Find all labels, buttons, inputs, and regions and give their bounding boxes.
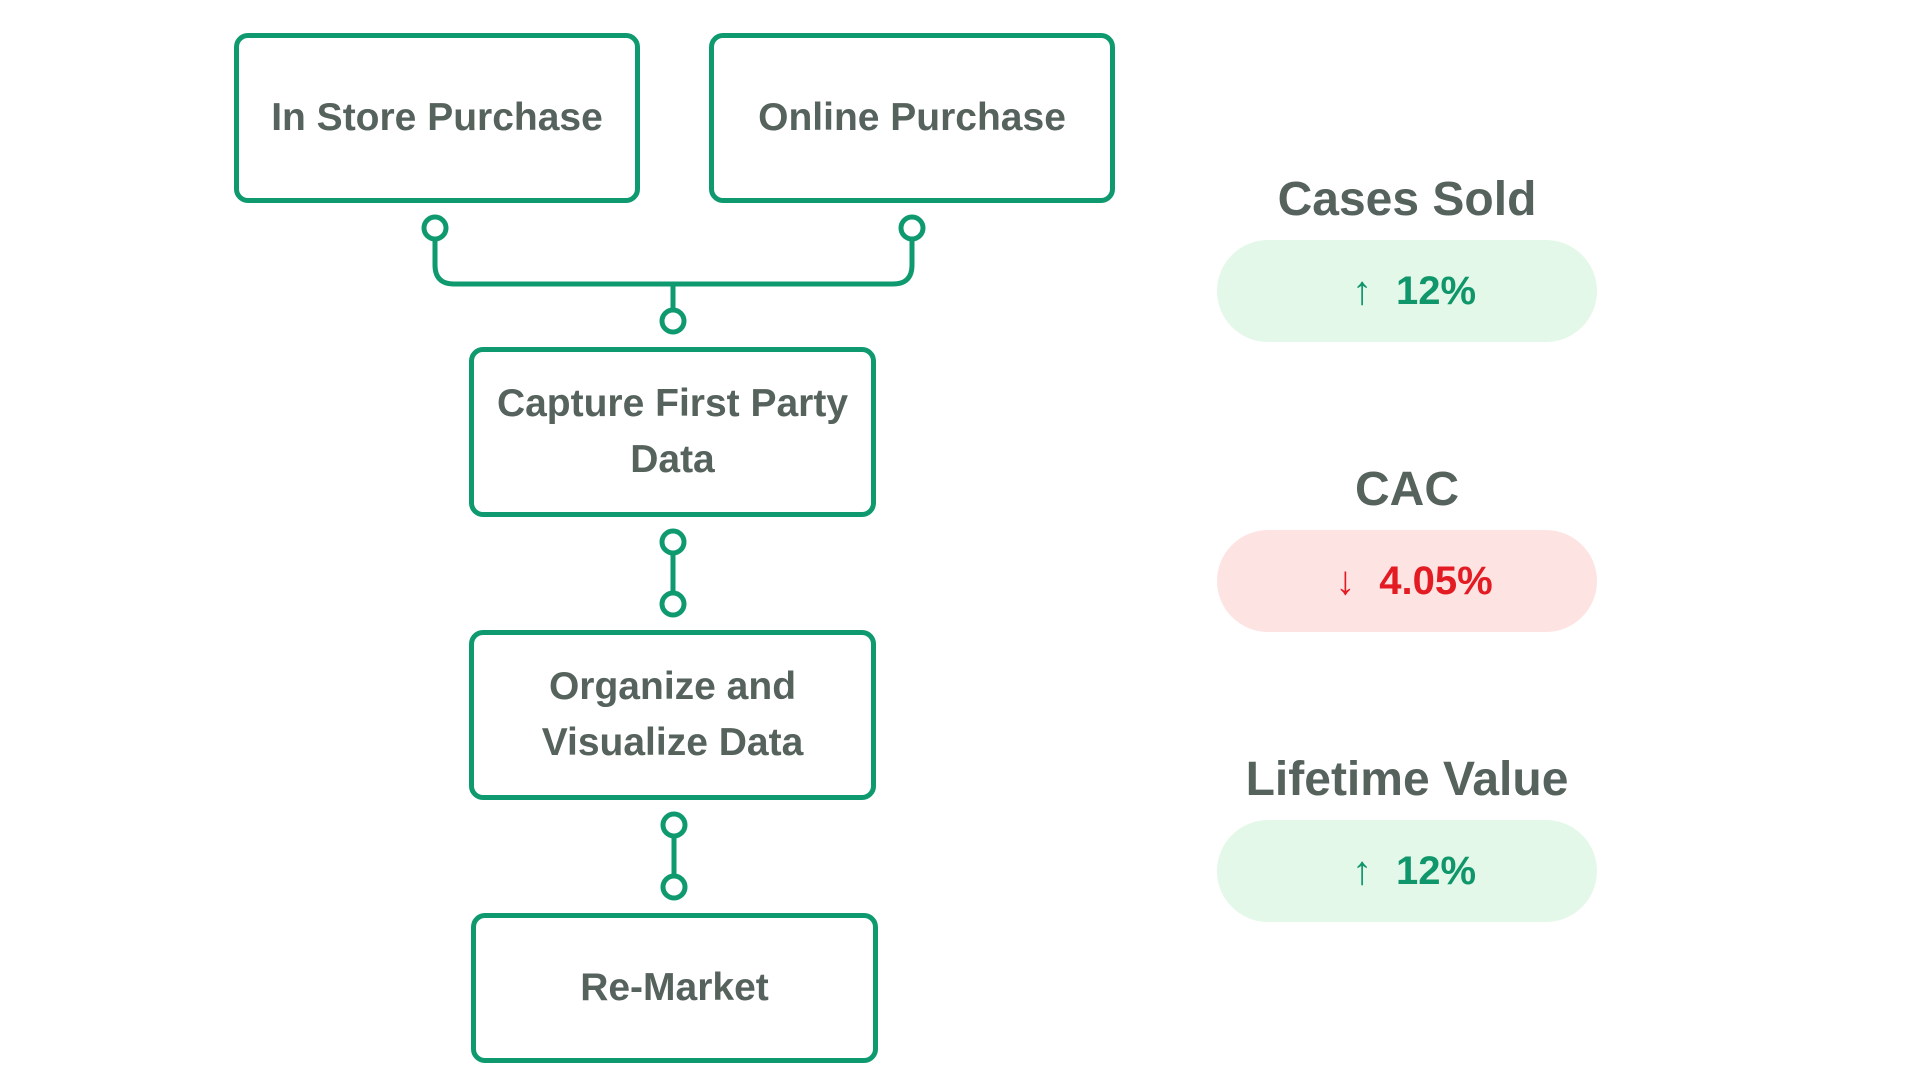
merge-connector <box>432 236 915 287</box>
metric-pill-cac: ↓ 4.05% <box>1217 530 1597 632</box>
connector-dot <box>659 307 687 335</box>
arrow-up-icon: ↑ <box>1351 268 1372 313</box>
node-organize-visualize-data: Organize and Visualize Data <box>469 630 876 800</box>
connector-dot <box>659 590 687 618</box>
node-label: In Store Purchase <box>271 96 603 139</box>
connector-dot <box>421 214 449 242</box>
metric-value: 12% <box>1395 848 1477 893</box>
node-label: Organize and Visualize Data <box>541 665 804 764</box>
connector-dot <box>898 214 926 242</box>
node-online-purchase: Online Purchase <box>709 33 1115 203</box>
arrow-down-icon: ↓ <box>1335 558 1356 603</box>
node-capture-first-party-data: Capture First Party Data <box>469 347 876 517</box>
metric-pill-cases-sold: ↑ 12% <box>1217 240 1597 342</box>
node-re-market: Re-Market <box>471 913 878 1063</box>
node-label: Re-Market <box>580 966 769 1009</box>
arrow-up-icon: ↑ <box>1351 848 1372 893</box>
metric-title-cases-sold: Cases Sold <box>1277 173 1537 226</box>
node-label: Capture First Party Data <box>496 382 849 481</box>
connector-dot <box>659 528 687 556</box>
metric-title-lifetime-value: Lifetime Value <box>1245 753 1569 806</box>
metric-value: 12% <box>1395 268 1477 313</box>
node-in-store-purchase: In Store Purchase <box>234 33 640 203</box>
metric-value: 4.05% <box>1379 558 1493 603</box>
metric-pill-lifetime-value: ↑ 12% <box>1217 820 1597 922</box>
connector-dot <box>660 811 688 839</box>
metric-title-cac: CAC <box>1355 463 1459 516</box>
connector-dot <box>660 873 688 901</box>
node-label: Online Purchase <box>758 96 1066 139</box>
